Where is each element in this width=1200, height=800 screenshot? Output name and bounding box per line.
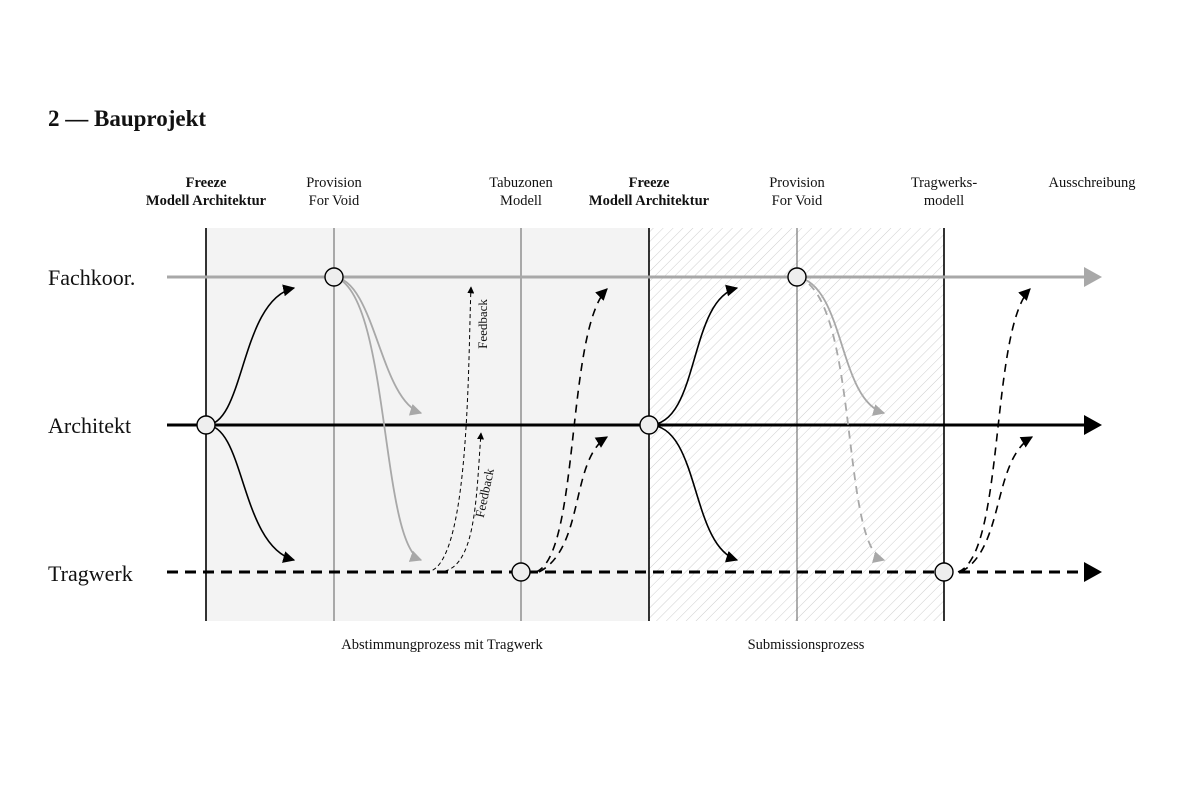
flow-architekt-to-fachkoor-2 xyxy=(648,284,739,426)
milestone-label-line1: Freeze xyxy=(185,175,227,191)
feedback-arrow-to-fachkoor xyxy=(425,286,475,573)
flow-provision-2-to-architekt xyxy=(796,276,886,416)
milestone-label-line2: For Void xyxy=(308,193,360,209)
lane-label-architekt: Architekt xyxy=(48,413,132,438)
flow-architekt-to-fachkoor xyxy=(205,284,296,426)
milestone-label-ausschreibung: Ausschreibung xyxy=(1049,174,1136,192)
milestone-label-provision-2: Provision For Void xyxy=(769,174,825,210)
node-tabuzonen-tragwerk xyxy=(511,562,531,582)
phase-label-abstimmung: Abstimmungprozess mit Tragwerk xyxy=(341,637,543,653)
node-provision-2-fachkoor xyxy=(787,267,807,287)
milestone-label-line2: Modell Architektur xyxy=(588,193,710,209)
flow-provision-to-tragwerk xyxy=(333,276,423,562)
node-tragwerksmodell-tragwerk xyxy=(934,562,954,582)
flow-provision-2-to-tragwerk xyxy=(796,276,886,563)
flow-tragwerksmodell-to-fachkoor xyxy=(957,288,1031,573)
feedback-label-upper: Feedback xyxy=(474,299,490,349)
milestone-label-line2: For Void xyxy=(771,193,823,209)
flow-tabuzonen-to-architekt xyxy=(538,436,609,573)
milestone-label-tragwerksmodell: Tragwerks- modell xyxy=(911,174,977,210)
node-freeze-2-architekt xyxy=(639,415,659,435)
milestone-label-line2: Modell Architektur xyxy=(145,193,267,209)
phase-label-submission: Submissionsprozess xyxy=(747,637,865,653)
milestone-label-line1: Ausschreibung xyxy=(1048,175,1136,191)
milestone-label-provision-1: Provision For Void xyxy=(306,174,362,210)
node-provision-fachkoor xyxy=(324,267,344,287)
lane-fachkoor-arrowhead xyxy=(1084,267,1102,287)
milestone-label-line1: Tabuzonen xyxy=(489,175,553,191)
milestone-label-tabuzonen: Tabuzonen Modell xyxy=(489,174,552,210)
lane-label-fachkoor: Fachkoor. xyxy=(48,265,136,290)
flow-provision-to-architekt xyxy=(333,276,423,416)
milestone-label-line2: Modell xyxy=(500,193,542,209)
milestone-label-line1: Tragwerks- xyxy=(910,175,978,191)
milestone-label-line2: modell xyxy=(923,193,965,209)
node-freeze-architekt xyxy=(196,415,216,435)
lane-architekt-arrowhead xyxy=(1084,415,1102,435)
page-title: 2 — Bauprojekt xyxy=(48,106,207,131)
flow-tabuzonen-to-fachkoor xyxy=(535,288,608,573)
milestone-label-freeze-2: Freeze Modell Architektur xyxy=(589,174,709,210)
flow-architekt-to-tragwerk xyxy=(205,424,296,563)
milestone-label-line1: Freeze xyxy=(628,175,670,191)
flow-tragwerksmodell-to-architekt xyxy=(960,436,1034,573)
milestone-label-line1: Provision xyxy=(769,175,825,191)
flow-architekt-to-tragwerk-2 xyxy=(648,424,739,563)
milestone-label-line1: Provision xyxy=(306,175,362,191)
lane-label-tragwerk: Tragwerk xyxy=(48,561,133,586)
lane-tragwerk-arrowhead xyxy=(1084,562,1102,582)
milestone-label-freeze-1: Freeze Modell Architektur xyxy=(146,174,266,210)
